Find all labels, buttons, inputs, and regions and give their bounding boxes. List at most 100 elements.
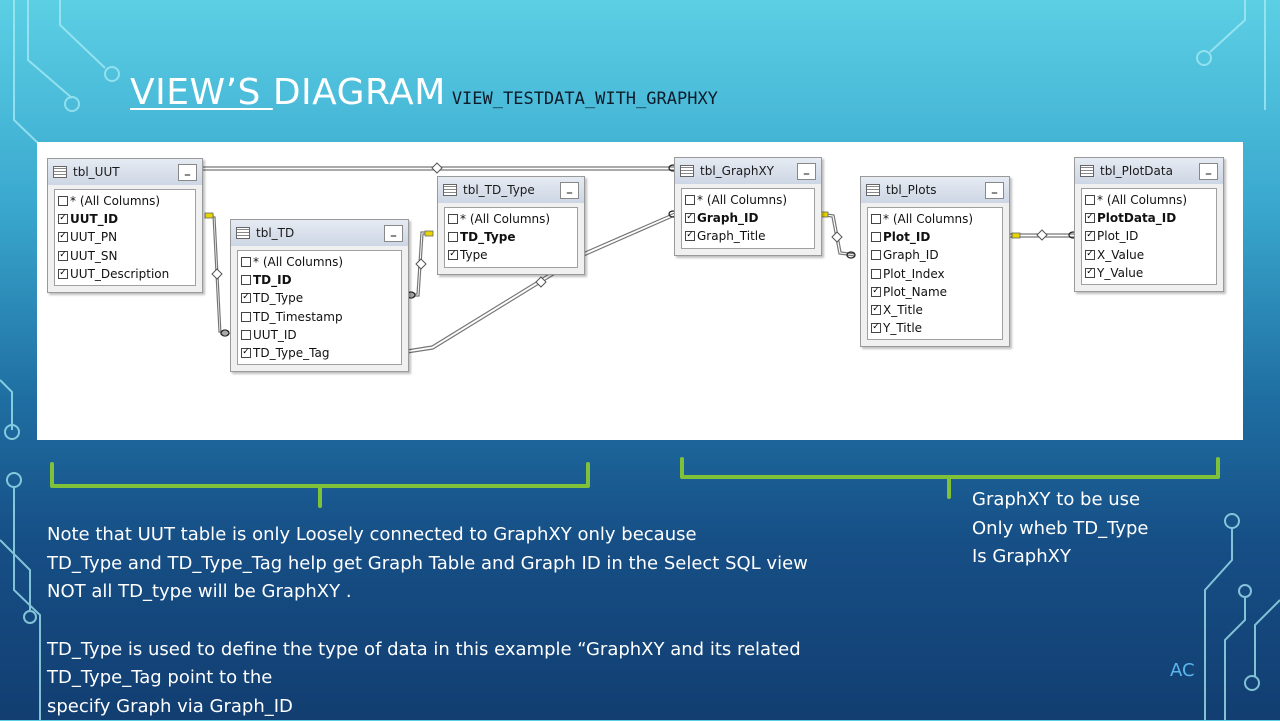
column-row[interactable]: ✓Type [445,246,577,264]
column-row[interactable]: UUT_ID [238,326,401,344]
unchecked-checkbox[interactable] [871,250,881,260]
unchecked-checkbox[interactable] [685,195,695,205]
column-row[interactable]: ✓Y_Title [868,319,1002,337]
column-row[interactable]: ✓TD_Type_Tag [238,344,401,362]
column-row[interactable]: * (All Columns) [868,210,1002,228]
unchecked-checkbox[interactable] [58,196,68,206]
checked-checkbox[interactable]: ✓ [871,287,881,297]
table-icon [680,165,694,177]
checked-checkbox[interactable]: ✓ [871,323,881,333]
unchecked-checkbox[interactable] [871,214,881,224]
unchecked-checkbox[interactable] [241,312,251,322]
minimize-button[interactable]: _ [1199,163,1218,180]
table-tbl-plots[interactable]: tbl_Plots _ * (All Columns) Plot_ID Graph_I… [860,176,1010,347]
unchecked-checkbox[interactable] [241,330,251,340]
table-tbl-uut[interactable]: tbl_UUT_ * (All Columns)✓UUT_ID✓UUT_PN✓U… [47,158,203,293]
checked-checkbox[interactable]: ✓ [685,231,695,241]
table-name: tbl_Plots [886,183,937,197]
column-row[interactable]: ✓X_Value [1082,246,1216,264]
table-header[interactable]: tbl_UUT _ [48,159,202,185]
column-label: X_Title [883,303,923,317]
note-right: GraphXY to be use Only wheb TD_Type Is G… [972,486,1149,572]
minimize-button[interactable]: _ [985,182,1004,199]
minimize-button[interactable]: _ [560,182,579,199]
minimize-button[interactable]: _ [178,164,197,181]
table-header[interactable]: tbl_Plots _ [861,177,1009,203]
unchecked-checkbox[interactable] [871,269,881,279]
note-line: Note that UUT table is only Loosely conn… [47,521,808,550]
column-row[interactable]: ✓UUT_ID [55,210,195,228]
footer-initials: AC [1170,660,1195,681]
checked-checkbox[interactable]: ✓ [685,213,695,223]
column-row[interactable]: ✓UUT_Description [55,265,195,283]
unchecked-checkbox[interactable] [241,257,251,267]
table-header[interactable]: tbl_TD _ [231,220,408,246]
table-header[interactable]: tbl_TD_Type_ [438,177,584,203]
minimize-button[interactable]: _ [384,225,403,242]
table-header[interactable]: tbl_PlotData_ [1075,158,1223,184]
column-row[interactable]: * (All Columns) [238,253,401,271]
column-label: TD_ID [253,273,292,287]
unchecked-checkbox[interactable] [241,275,251,285]
column-row[interactable]: ✓TD_Type [238,289,401,307]
column-row[interactable]: ✓UUT_SN [55,247,195,265]
column-row[interactable]: Plot_ID [868,228,1002,246]
checked-checkbox[interactable]: ✓ [241,293,251,303]
checked-checkbox[interactable]: ✓ [58,251,68,261]
column-row[interactable]: ✓Plot_Name [868,283,1002,301]
table-name: tbl_TD [256,226,294,240]
note-line: TD_Type and TD_Type_Tag help get Graph T… [47,550,808,579]
column-row[interactable]: * (All Columns) [55,192,195,210]
column-row[interactable]: Plot_Index [868,265,1002,283]
checked-checkbox[interactable]: ✓ [58,269,68,279]
column-row[interactable]: TD_ID [238,271,401,289]
checked-checkbox[interactable]: ✓ [1085,213,1095,223]
minimize-button[interactable]: _ [797,163,816,180]
column-row[interactable]: ✓UUT_PN [55,228,195,246]
table-header[interactable]: tbl_GraphXY _ [675,158,821,184]
column-row[interactable]: TD_Timestamp [238,308,401,326]
column-label: Plot_ID [883,230,930,244]
column-row[interactable]: ✓Plot_ID [1082,227,1216,245]
table-name: tbl_UUT [73,165,120,179]
checked-checkbox[interactable]: ✓ [448,250,458,260]
checked-checkbox[interactable]: ✓ [58,214,68,224]
column-list: * (All Columns)✓Graph_ID✓Graph_Title [681,188,815,249]
checked-checkbox[interactable]: ✓ [1085,231,1095,241]
unchecked-checkbox[interactable] [871,232,881,242]
note-line: Only wheb TD_Type [972,515,1149,544]
checked-checkbox[interactable]: ✓ [241,348,251,358]
column-row[interactable]: ✓X_Title [868,301,1002,319]
column-row[interactable]: * (All Columns) [445,210,577,228]
column-row[interactable]: * (All Columns) [682,191,814,209]
note-line: specify Graph via Graph_ID [47,693,808,721]
note-left: Note that UUT table is only Loosely conn… [47,521,808,721]
column-label: UUT_Description [70,267,169,281]
checked-checkbox[interactable]: ✓ [1085,268,1095,278]
unchecked-checkbox[interactable] [1085,195,1095,205]
unchecked-checkbox[interactable] [448,232,458,242]
checked-checkbox[interactable]: ✓ [1085,250,1095,260]
column-row[interactable]: ✓PlotData_ID [1082,209,1216,227]
table-tbl-graphxy[interactable]: tbl_GraphXY _ * (All Columns)✓Graph_ID✓Gr… [674,157,822,256]
column-label: Type [460,248,488,262]
note-line: Is GraphXY [972,543,1149,572]
table-tbl-td-type[interactable]: tbl_TD_Type_ * (All Columns)TD_Type✓Type [437,176,585,275]
table-tbl-plotdata[interactable]: tbl_PlotData_ * (All Columns)✓PlotData_I… [1074,157,1224,292]
table-name: tbl_GraphXY [700,164,774,178]
column-row[interactable]: TD_Type [445,228,577,246]
checked-checkbox[interactable]: ✓ [871,305,881,315]
column-row[interactable]: ✓Graph_Title [682,227,814,245]
checked-checkbox[interactable]: ✓ [58,232,68,242]
column-row[interactable]: ✓Y_Value [1082,264,1216,282]
column-label: UUT_ID [70,212,118,226]
column-row[interactable]: Graph_ID [868,246,1002,264]
column-label: UUT_SN [70,249,118,263]
unchecked-checkbox[interactable] [448,214,458,224]
title-subtitle: VIEW_TESTDATA_WITH_GRAPHXY [452,89,718,109]
column-row[interactable]: * (All Columns) [1082,191,1216,209]
column-row[interactable]: ✓Graph_ID [682,209,814,227]
column-label: TD_Type [253,291,303,305]
